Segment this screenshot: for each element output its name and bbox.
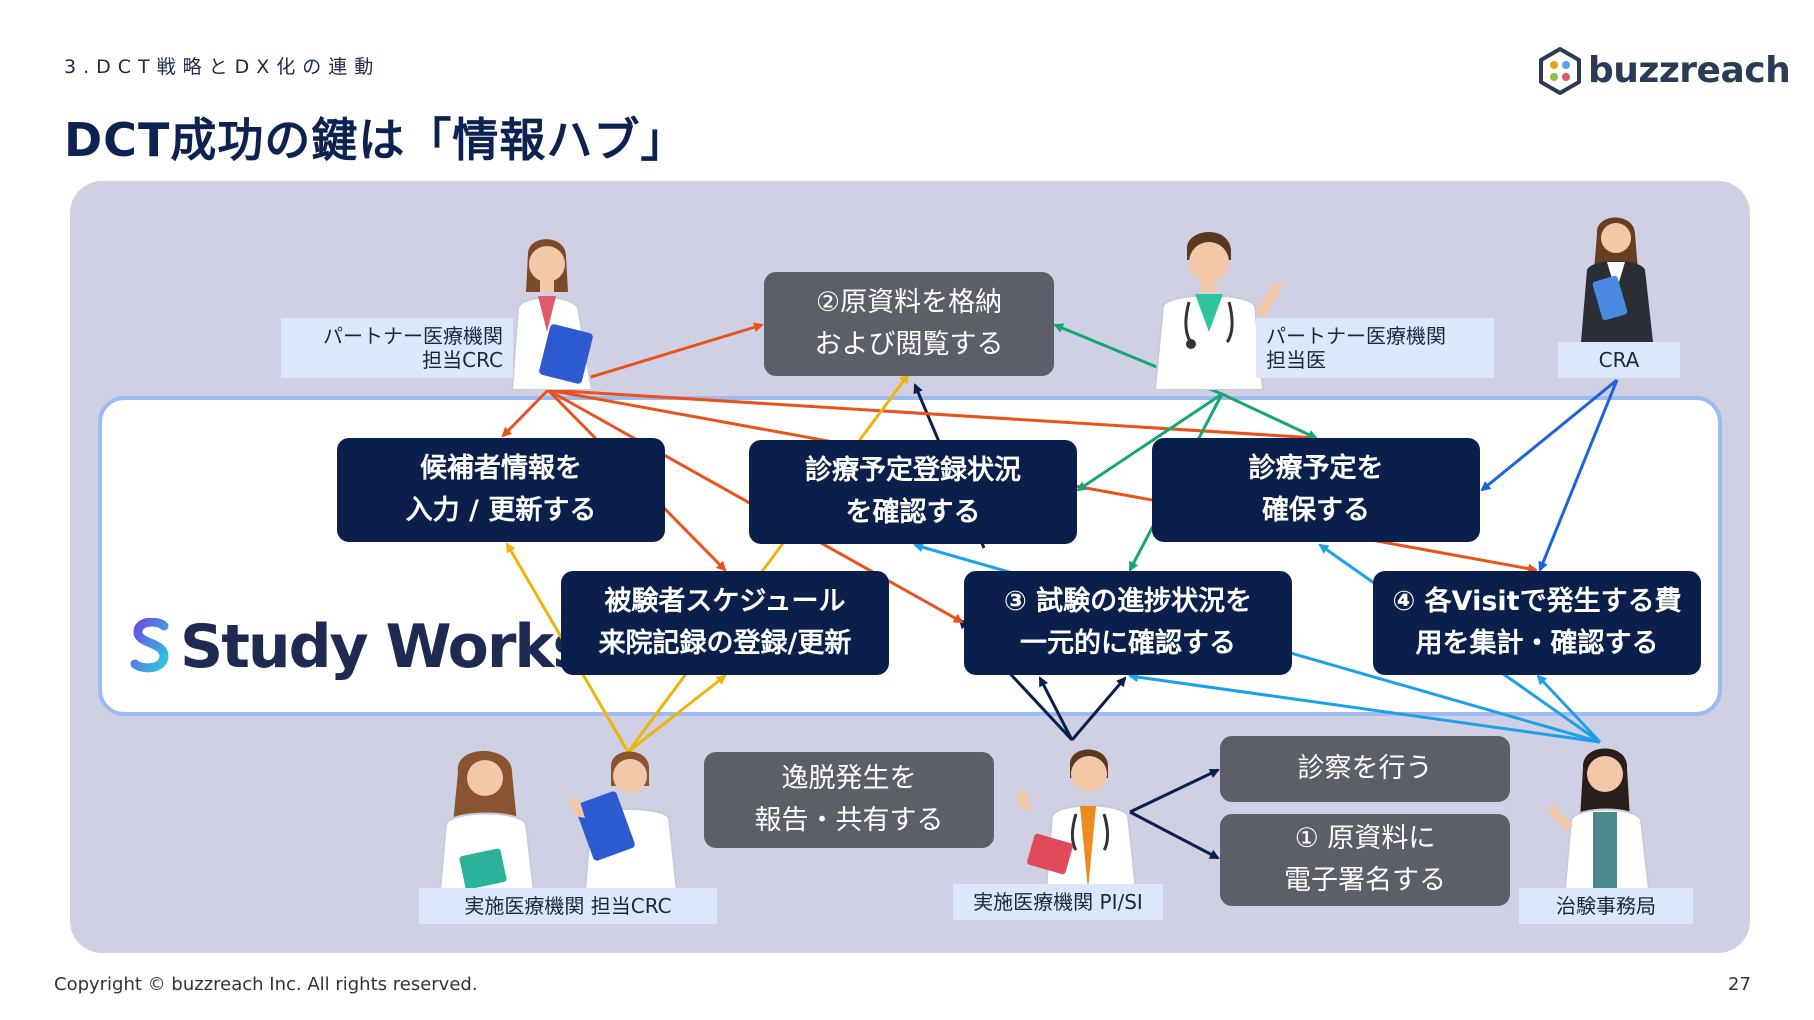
role-label-cra: CRA [1558,342,1680,378]
studyworks-logo-icon [130,618,169,673]
buzzreach-logo-icon [1539,47,1581,95]
page-number: 27 [1728,974,1751,995]
candidate-info-box: 候補者情報を 入力 / 更新する [337,438,665,542]
office-figure-icon [1547,748,1651,890]
brand-logo-text: buzzreach [1588,50,1791,91]
page-title: DCT成功の鍵は「情報ハブ」 [64,113,688,167]
partner-crc-figure-icon [510,239,594,390]
cra-figure-icon [1581,217,1653,342]
site-crc-arrows [505,373,910,754]
site-crc-figure-icon [438,751,536,892]
esign-box: ① 原資料に 電子署名する [1220,814,1510,906]
visit-record-box: 被験者スケジュール 来院記録の登録/更新 [561,571,889,675]
deviation-box: 逸脱発生を 報告・共有する [704,752,994,848]
copyright-text: Copyright © buzzreach Inc. All rights re… [54,974,478,995]
site-crc-figure-icon-2 [569,751,679,892]
progress-box: ③ 試験の進捗状況を 一元的に確認する [964,571,1292,675]
cra-arrows [1480,378,1619,572]
section-label: 3.DCT戦略とDX化の連動 [64,56,381,78]
role-label-site-crc: 実施医療機関 担当CRC [419,888,717,924]
pi-si-figure-icon [1016,749,1138,890]
role-label-office: 治験事務局 [1519,888,1693,924]
source-docs-box: ②原資料を格納 および閲覧する [764,272,1054,376]
cost-box: ④ 各Visitで発生する費 用を集計・確認する [1373,571,1701,675]
secure-schedule-box: 診療予定を 確保する [1152,438,1480,542]
platform-name: Study Works [180,612,588,682]
role-label-pi-si: 実施医療機関 PI/SI [953,884,1163,920]
schedule-status-box: 診療予定登録状況 を確認する [749,440,1077,544]
partner-doctor-figure-icon [1153,231,1283,390]
role-label-partner-doctor: パートナー医療機関 担当医 [1256,318,1494,378]
examine-box: 診察を行う [1220,736,1510,802]
role-label-partner-crc: パートナー医療機関 担当CRC [281,318,513,378]
